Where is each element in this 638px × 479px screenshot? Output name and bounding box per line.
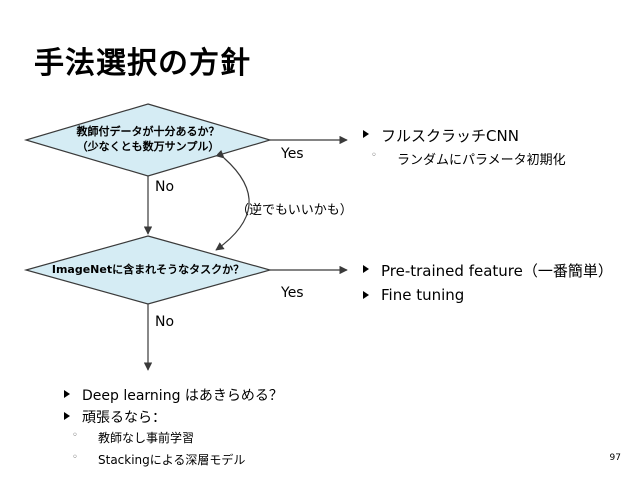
outcome-3-text-2: 頑張るなら： — [82, 410, 166, 426]
outcome-2-bullet-1: Pre-trained feature（一番簡単） — [363, 260, 633, 286]
outcome-3-sub-text-2: Stackingによる深層モデル — [98, 453, 246, 467]
outcome-2: Pre-trained feature（一番簡単） Fine tuning — [363, 260, 633, 310]
outcome-3-bullet-1: Deep learning はあきらめる？ — [64, 385, 384, 407]
outcome-1-bullet: フルスクラッチCNN — [363, 125, 623, 149]
outcome-2-text-2: Fine tuning — [381, 286, 465, 304]
bullet-triangle-icon — [64, 412, 70, 420]
sub-bullet-circle-icon: ◦ — [72, 430, 78, 441]
sub-bullet-circle-icon: ◦ — [371, 150, 377, 161]
decision-1-line1: 教師付データが十分あるか？ — [76, 125, 220, 138]
yes-label-2: Yes — [281, 285, 304, 301]
outcome-1-sub-text: ランダムにパラメータ初期化 — [397, 153, 566, 168]
outcome-3-text-1: Deep learning はあきらめる？ — [82, 388, 283, 404]
outcome-3-bullet-2: 頑張るなら： — [64, 407, 384, 429]
outcome-3-sub-1: ◦ 教師なし事前学習 — [72, 429, 384, 451]
outcome-1-sub: ◦ ランダムにパラメータ初期化 — [371, 149, 623, 168]
reverse-note: （逆でもいいかも） — [236, 203, 353, 218]
outcome-3: Deep learning はあきらめる？ 頑張るなら： ◦ 教師なし事前学習 … — [64, 385, 384, 468]
outcome-3-sub-text-1: 教師なし事前学習 — [98, 431, 195, 445]
bullet-triangle-icon — [363, 265, 369, 273]
outcome-2-bullet-2: Fine tuning — [363, 286, 633, 310]
bullet-triangle-icon — [64, 390, 70, 398]
page-number: 97 — [609, 453, 621, 463]
outcome-1: フルスクラッチCNN ◦ ランダムにパラメータ初期化 — [363, 125, 623, 168]
bullet-triangle-icon — [363, 130, 369, 138]
bullet-triangle-icon — [363, 291, 369, 299]
decision-1-label: 教師付データが十分あるか？ （少なくとも数万サンプル） — [58, 124, 238, 154]
yes-label-1: Yes — [281, 146, 304, 162]
slide-title: 手法選択の方針 — [34, 46, 251, 81]
decision-2-label: ImageNetに含まれそうなタスクか？ — [51, 263, 245, 276]
outcome-2-text-1: Pre-trained feature（一番簡単） — [381, 262, 613, 280]
decision-1-line2: （少なくとも数万サンプル） — [76, 140, 220, 153]
no-label-2: No — [155, 314, 175, 330]
no-label-1: No — [155, 179, 175, 195]
outcome-3-sub-2: ◦ Stackingによる深層モデル — [72, 451, 384, 468]
outcome-1-text: フルスクラッチCNN — [381, 127, 519, 145]
reverse-curve-arrow — [215, 149, 250, 251]
sub-bullet-circle-icon: ◦ — [72, 452, 78, 463]
